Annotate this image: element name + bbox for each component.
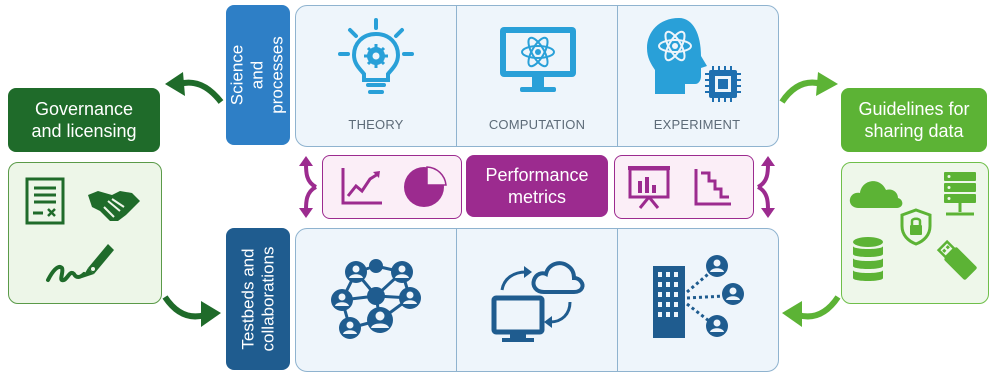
metrics-right-box <box>614 155 754 219</box>
bottom-divider-1 <box>456 228 457 371</box>
arrow-to-governance-icon <box>165 72 224 104</box>
performance-metrics-label: Performance metrics <box>466 155 608 217</box>
performance-metrics-text: Performance metrics <box>485 165 589 207</box>
head-atom-chip-icon <box>647 18 741 102</box>
presentation-chart-icon <box>628 166 670 209</box>
experiment-caption: EXPERIMENT <box>653 117 741 132</box>
usb-drive-icon <box>936 239 977 280</box>
document-icon <box>25 177 65 225</box>
science-processes-text: Science and processes <box>228 36 288 114</box>
lightbulb-gear-icon <box>338 18 414 94</box>
governance-text: Governance and licensing <box>31 99 137 141</box>
guidelines-text: Guidelines for sharing data <box>858 99 970 141</box>
cloud-icon <box>849 181 903 208</box>
theory-caption: THEORY <box>348 117 404 132</box>
database-icon <box>853 237 883 281</box>
building-people-icon <box>653 255 744 338</box>
governance-panel <box>8 162 162 304</box>
shield-lock-icon <box>900 208 932 246</box>
people-network-icon <box>331 259 421 339</box>
pie-chart-icon <box>404 166 447 207</box>
testbeds-text: Testbeds and collaborations <box>238 246 278 352</box>
line-chart-icon <box>341 168 382 205</box>
governance-title: Governance and licensing <box>8 88 160 152</box>
pen-signature-icon <box>46 244 114 283</box>
left-double-arrow-icon <box>299 156 318 218</box>
science-processes-label: Science and processes <box>226 5 290 145</box>
arrow-to-guidelines-icon <box>779 72 838 104</box>
handshake-icon <box>88 191 140 221</box>
computer-cloud-sync-icon <box>491 261 585 342</box>
server-icon <box>944 172 976 216</box>
computation-caption: COMPUTATION <box>488 117 586 132</box>
arrow-from-governance-icon <box>162 295 221 327</box>
step-chart-icon <box>694 169 731 206</box>
bottom-divider-2 <box>617 228 618 371</box>
top-divider-2 <box>617 5 618 146</box>
arrow-from-guidelines-icon <box>782 295 841 327</box>
top-divider-1 <box>456 5 457 146</box>
guidelines-title: Guidelines for sharing data <box>841 88 987 152</box>
monitor-atom-icon <box>500 27 576 92</box>
testbeds-label: Testbeds and collaborations <box>226 228 290 370</box>
right-double-arrow-icon <box>756 156 775 218</box>
